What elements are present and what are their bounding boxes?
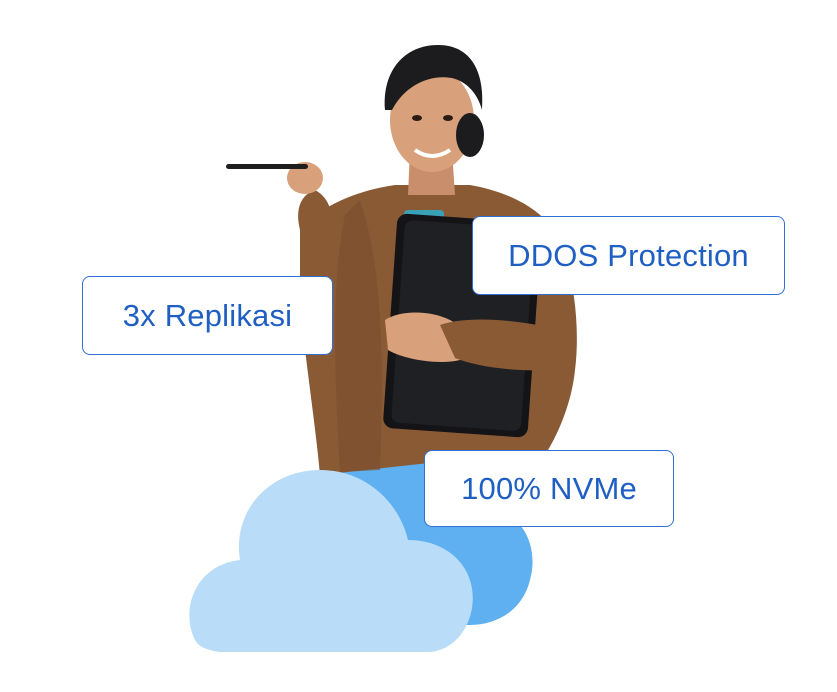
feature-badge-ddos-protection: DDOS Protection xyxy=(472,216,785,295)
cloud-icon xyxy=(189,470,473,652)
feature-badge-nvme: 100% NVMe xyxy=(424,450,674,527)
feature-badge-replication: 3x Replikasi xyxy=(82,276,333,355)
feature-badge-label: DDOS Protection xyxy=(508,237,749,273)
pen-icon xyxy=(226,164,308,169)
feature-badge-label: 3x Replikasi xyxy=(122,297,293,333)
feature-badge-label: 100% NVMe xyxy=(461,470,637,506)
